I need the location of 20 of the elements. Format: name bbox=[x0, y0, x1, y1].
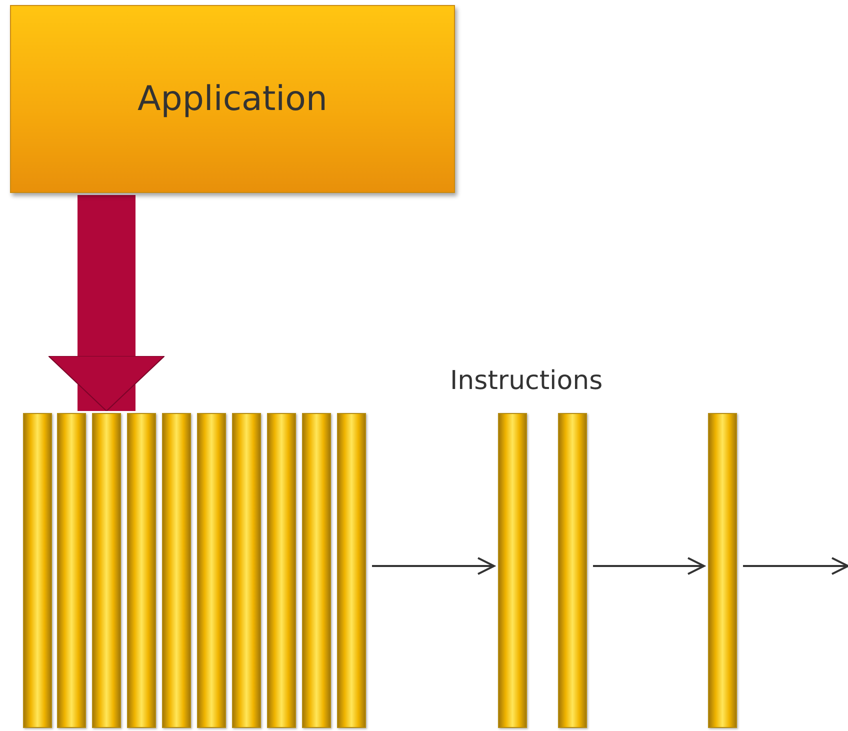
bar bbox=[267, 413, 296, 728]
bar bbox=[498, 413, 527, 728]
block-arrow bbox=[48, 195, 165, 412]
bar bbox=[558, 413, 587, 728]
bar bbox=[92, 413, 121, 728]
section-label: Instructions bbox=[450, 366, 603, 396]
bar bbox=[302, 413, 331, 728]
arrow bbox=[593, 557, 705, 575]
bar bbox=[57, 413, 86, 728]
process-box bbox=[10, 5, 455, 193]
bar bbox=[232, 413, 261, 728]
bar bbox=[162, 413, 191, 728]
arrow bbox=[372, 557, 495, 575]
bar bbox=[23, 413, 52, 728]
bar bbox=[337, 413, 366, 728]
arrow bbox=[743, 557, 848, 575]
bar bbox=[708, 413, 737, 728]
bar bbox=[127, 413, 156, 728]
node-label: Application bbox=[138, 79, 328, 119]
bar bbox=[197, 413, 226, 728]
